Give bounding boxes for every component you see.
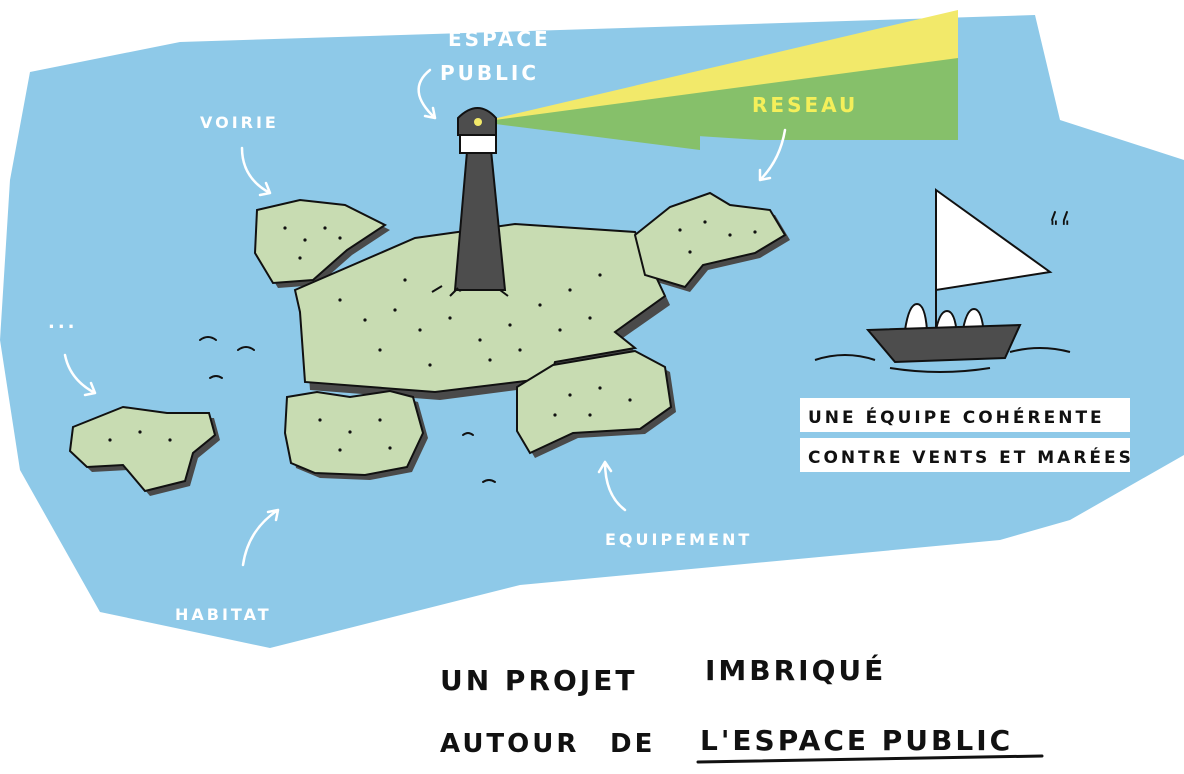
title-line2-c: L'ESPACE PUBLIC bbox=[700, 724, 1013, 757]
label-quote-marks: "" bbox=[1050, 217, 1073, 236]
label-voirie: VOIRIE bbox=[200, 113, 279, 132]
label-reseau: RESEAU bbox=[752, 93, 858, 117]
title-line1-b: IMBRIQUÉ bbox=[705, 653, 886, 687]
label-equipement: EQUIPEMENT bbox=[605, 530, 752, 549]
label-public: PUBLIC bbox=[440, 61, 539, 85]
title-line2-b: DE bbox=[610, 729, 655, 759]
boat-caption-line1: UNE ÉQUIPE COHÉRENTE bbox=[808, 406, 1105, 428]
title-line1-a: UN PROJET bbox=[440, 664, 637, 697]
label-espace: ESPACE bbox=[448, 27, 551, 51]
island-habitat bbox=[285, 391, 423, 475]
boat-caption-line2: CONTRE VENTS ET MARÉES bbox=[808, 446, 1134, 468]
label-habitat: HABITAT bbox=[175, 605, 272, 624]
title-line2-a: AUTOUR bbox=[440, 729, 579, 759]
label-dots: ... bbox=[48, 312, 78, 333]
